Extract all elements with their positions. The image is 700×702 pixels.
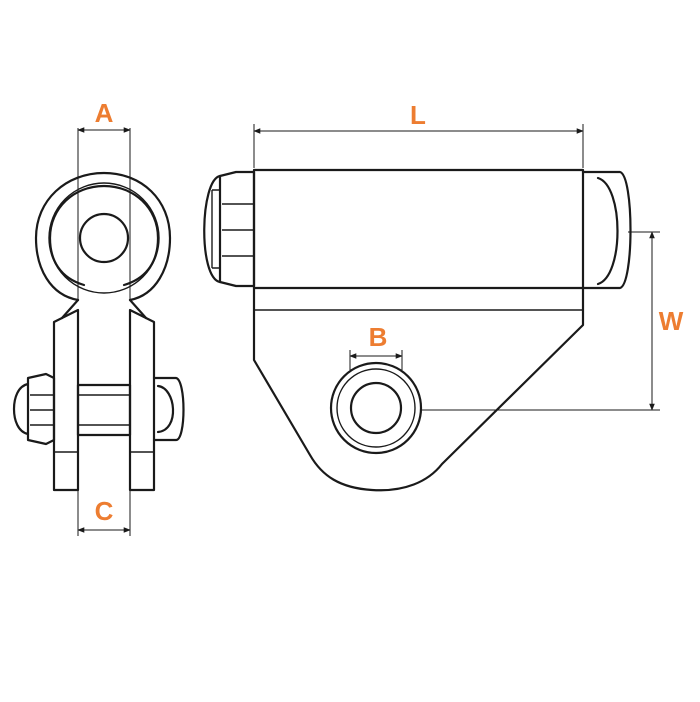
barrel-nut <box>203 170 256 288</box>
neck-right <box>128 298 148 320</box>
bracket-body <box>252 286 585 492</box>
eye-bore <box>78 212 130 264</box>
lower-eye-bore <box>349 381 403 435</box>
barrel-pin-head <box>581 170 632 290</box>
side-view <box>12 127 185 536</box>
neck-left <box>60 298 80 320</box>
label-l: L <box>410 100 426 130</box>
eye-ring-inner <box>48 184 160 287</box>
fork-arm-left <box>52 308 80 492</box>
fork-arm-right <box>128 308 156 492</box>
label-b: B <box>369 322 388 352</box>
pin-head <box>152 376 185 442</box>
dimension-c <box>77 470 131 536</box>
eye-bushing <box>48 182 160 294</box>
dimension-b <box>349 350 403 370</box>
label-a: A <box>95 98 114 128</box>
lower-eye-outer <box>329 361 423 455</box>
clevis-pin-side <box>76 383 132 437</box>
label-w: W <box>659 306 684 336</box>
eye-ring-outer <box>34 171 172 302</box>
dimension-a <box>77 127 131 300</box>
dimension-w <box>421 231 660 411</box>
front-view <box>203 124 660 492</box>
dimension-l <box>253 124 584 168</box>
label-c: C <box>95 496 114 526</box>
top-barrel <box>252 168 585 290</box>
pin-nut <box>12 372 56 446</box>
